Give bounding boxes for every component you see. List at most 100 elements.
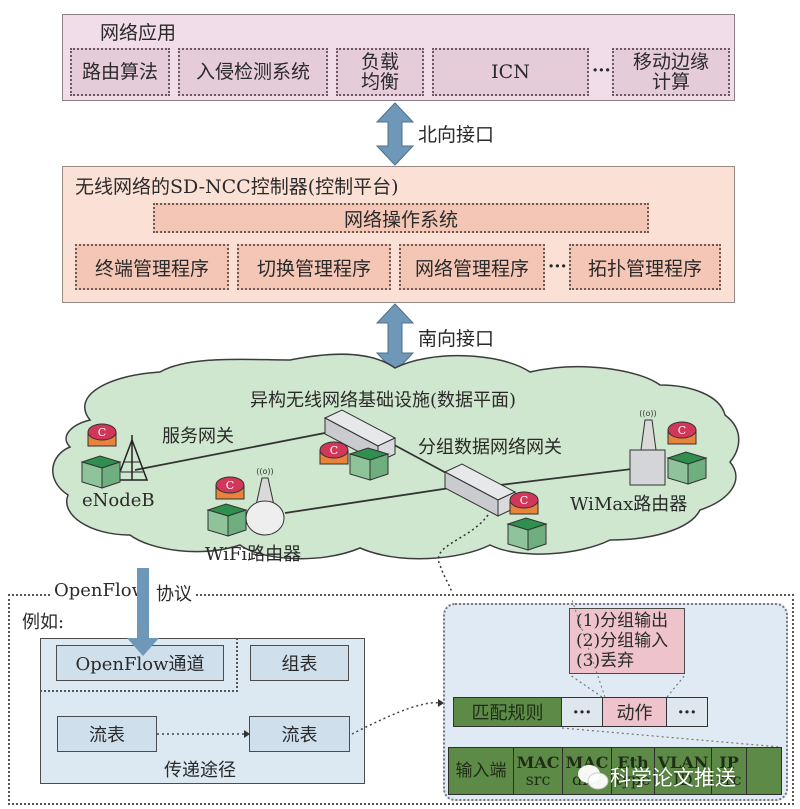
enodeb-tower-icon xyxy=(115,435,149,481)
rule-ellipsis-cell: ··· xyxy=(666,697,708,727)
app-label-line2: 均衡 xyxy=(360,71,399,93)
topology-manager: 拓扑管理程序 xyxy=(569,244,721,290)
badge-letter: C xyxy=(98,426,106,439)
flow-table-label: 流表 xyxy=(281,725,318,746)
app-icn: ICN xyxy=(432,48,589,96)
badge-letter: C xyxy=(330,444,338,457)
data-plane-title: 异构无线网络基础设施(数据平面) xyxy=(250,390,517,411)
app-label: 路由算法 xyxy=(81,61,158,83)
link-enodeb-sgw xyxy=(134,431,331,471)
group-table: 组表 xyxy=(250,645,349,681)
data-plane-cloud: ((o)) ((o)) C C C C C xyxy=(52,353,740,594)
ellipsis-label: ··· xyxy=(572,701,592,723)
field-label-line2: type xyxy=(615,770,651,789)
client-box-icon xyxy=(206,503,248,537)
northbound-interface-label: 北向接口 xyxy=(418,124,495,146)
manager-label: 切换管理程序 xyxy=(256,257,371,280)
field-label-line2: src xyxy=(716,770,742,789)
client-box-icon xyxy=(506,517,548,551)
wifi-router-label: WiFi路由器 xyxy=(205,544,302,565)
controller-cylinder-icon: C xyxy=(319,441,349,465)
rule-ellipsis-cell: ··· xyxy=(561,697,603,727)
controller-cylinder-icon: C xyxy=(509,491,539,515)
wimax-router-label: WiMax路由器 xyxy=(570,494,688,515)
openflow-arrows xyxy=(127,568,444,738)
openflow-protocol-frame xyxy=(8,594,794,805)
match-field-more xyxy=(746,747,782,795)
link-sgw-pgw xyxy=(384,439,451,476)
enodeb-label: eNodeB xyxy=(82,490,155,511)
app-ellipsis: ··· xyxy=(592,60,611,81)
app-intrusion-detection: 入侵检测系统 xyxy=(178,48,328,96)
app-label: 入侵检测系统 xyxy=(195,61,310,83)
application-layer-title: 网络应用 xyxy=(100,22,177,44)
field-label-line2: src xyxy=(525,770,551,789)
example-label: 例如: xyxy=(22,612,65,633)
watermark-text: 科学论文推送 xyxy=(610,766,736,790)
manager-label: 拓扑管理程序 xyxy=(587,257,702,280)
group-table-label: 组表 xyxy=(281,654,318,675)
app-label-line1: 负载 xyxy=(360,51,399,73)
terminal-manager: 终端管理程序 xyxy=(75,244,229,290)
wifi-router-icon: ((o)) xyxy=(245,467,285,536)
ellipsis-label: ··· xyxy=(677,701,697,723)
flow-table-label: 流表 xyxy=(89,725,125,746)
channel-label: OpenFlow通道 xyxy=(75,654,205,675)
pdn-to-flowtable-connector xyxy=(437,514,489,594)
action-list: (1)分组输出 (2)分组输入 (3)丢弃 xyxy=(569,608,685,674)
client-box-icon xyxy=(666,451,708,485)
svg-text:((o)): ((o)) xyxy=(639,409,656,418)
action-cell: 动作 xyxy=(602,697,667,727)
action-item: (2)分组输入 xyxy=(576,631,669,651)
zoom-connectors xyxy=(561,600,781,748)
flow-table-1: 流表 xyxy=(57,716,157,752)
flowtable-to-rule-connector xyxy=(351,699,444,735)
northbound-arrow-icon xyxy=(375,102,415,166)
openflow-down-arrow-icon xyxy=(127,568,159,656)
svg-text:((o)): ((o)) xyxy=(256,467,273,476)
badge-letter: C xyxy=(226,479,234,492)
field-label-line1: MAC xyxy=(516,753,560,772)
action-label: 动作 xyxy=(616,703,653,724)
pipeline-label: 传递途径 xyxy=(164,760,236,781)
action-item: (1)分组输出 xyxy=(576,611,669,631)
pipeline-arrow-icon xyxy=(157,730,250,738)
badge-letter: C xyxy=(520,494,528,507)
app-label-line1: 移动边缘 xyxy=(632,51,709,73)
match-rule-cell: 匹配规则 xyxy=(453,697,562,727)
openflow-channel-zone xyxy=(40,638,238,692)
handover-manager: 切换管理程序 xyxy=(237,244,391,290)
openflow-label: OpenFlow xyxy=(50,580,152,601)
network-manager: 网络管理程序 xyxy=(399,244,545,290)
badge-letter: C xyxy=(678,424,686,437)
app-mobile-edge-computing: 移动边缘计算 xyxy=(612,48,730,96)
field-label-line1: Eth xyxy=(617,753,649,772)
manager-ellipsis: ··· xyxy=(548,256,567,277)
field-label-line2: ID xyxy=(673,770,693,789)
manager-label: 终端管理程序 xyxy=(94,257,209,280)
network-operating-system: 网络操作系统 xyxy=(153,203,649,233)
link-wifi-pgw xyxy=(284,487,451,514)
field-label-line1: VLAN xyxy=(657,753,709,772)
app-load-balancing: 负载均衡 xyxy=(336,48,424,96)
nos-label: 网络操作系统 xyxy=(343,208,458,231)
client-box-icon xyxy=(80,455,122,489)
app-label-line2: 计算 xyxy=(651,71,690,93)
field-label-line1: MAC xyxy=(565,753,609,772)
controller-layer-title: 无线网络的SD-NCC控制器(控制平台) xyxy=(75,176,399,198)
field-label-line1: IP xyxy=(719,753,739,772)
controller-cylinder-icon: C xyxy=(215,476,245,500)
app-routing-algorithm: 路由算法 xyxy=(70,48,170,96)
serving-gateway-label: 服务网关 xyxy=(162,426,234,447)
link-pgw-wimax xyxy=(499,467,641,486)
controller-cylinder-icon: C xyxy=(667,421,697,445)
client-box-icon xyxy=(348,447,390,481)
wimax-router-icon: ((o)) xyxy=(629,409,666,486)
wechat-logo-icon xyxy=(578,765,609,790)
match-field-in-port: 输入端 xyxy=(448,747,514,795)
southbound-interface-label: 南向接口 xyxy=(418,328,495,350)
